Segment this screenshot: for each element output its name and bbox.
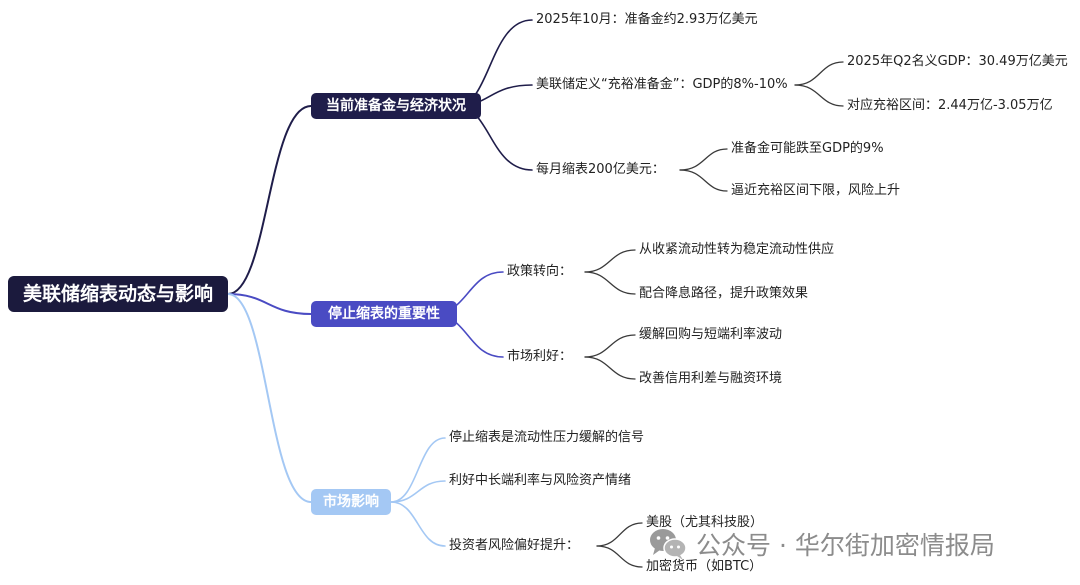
subitem-risk-rising[interactable]: 逼近充裕区间下限，风险上升 (731, 183, 901, 198)
item-ample-reserves-definition[interactable]: 美联储定义“充裕准备金”：GDP的8%-10% (536, 77, 788, 92)
connector-line (584, 356, 636, 380)
subitem-reserves-may-fall[interactable]: 准备金可能跌至GDP的9% (731, 141, 884, 156)
connector-line (390, 437, 446, 503)
connector-line (390, 480, 446, 503)
item-monthly-runoff[interactable]: 每月缩表200亿美元： (536, 162, 665, 177)
item-policy-shift[interactable]: 政策转向： (507, 264, 573, 279)
wechat-icon (650, 529, 687, 560)
connector-line (794, 84, 844, 107)
connector-line (794, 61, 844, 86)
watermark: 公众号 · 华尔街加密情报局 (648, 524, 995, 564)
subitem-ample-range[interactable]: 对应充裕区间：2.44万亿-3.05万亿 (847, 98, 1053, 113)
subitem-crypto[interactable]: 加密货币（如BTC） (646, 559, 763, 574)
connector-line (679, 148, 728, 171)
subitem-liquidity-shift[interactable]: 从收紧流动性转为稳定流动性供应 (639, 242, 835, 257)
item-liquidity-signal[interactable]: 停止缩表是流动性压力缓解的信号 (449, 430, 645, 445)
branch-market-impact[interactable]: 市场影响 (311, 489, 391, 515)
connector-line (679, 169, 728, 192)
subitem-credit-spreads[interactable]: 改善信用利差与融资环境 (639, 371, 783, 386)
connector-line (227, 105, 312, 295)
item-risk-appetite[interactable]: 投资者风险偏好提升： (449, 538, 580, 553)
branch-stop-qt-importance[interactable]: 停止缩表的重要性 (311, 301, 457, 327)
branch-current-reserves[interactable]: 当前准备金与经济状况 (311, 93, 481, 119)
watermark-text: 公众号 · 华尔街加密情报局 (696, 531, 995, 560)
subitem-us-stocks[interactable]: 美股（尤其科技股） (646, 515, 764, 530)
connector-line (390, 501, 446, 547)
connector-line (227, 293, 312, 503)
connector-line (584, 249, 636, 273)
subitem-q2-gdp[interactable]: 2025年Q2名义GDP：30.49万亿美元 (847, 54, 1068, 69)
connector-line (596, 545, 643, 568)
connector-line (596, 522, 643, 547)
item-reserves-oct-2025[interactable]: 2025年10月：准备金约2.93万亿美元 (536, 12, 758, 27)
connector-line (584, 334, 636, 358)
item-risk-asset-sentiment[interactable]: 利好中长端利率与风险资产情绪 (449, 473, 632, 488)
item-market-positive[interactable]: 市场利好： (507, 349, 573, 364)
connector-line (584, 271, 636, 295)
subitem-rate-cut-path[interactable]: 配合降息路径，提升政策效果 (639, 286, 809, 301)
root-node[interactable]: 美联储缩表动态与影响 (8, 276, 228, 312)
subitem-repo-volatility[interactable]: 缓解回购与短端利率波动 (639, 327, 783, 342)
connector-line (227, 293, 312, 315)
